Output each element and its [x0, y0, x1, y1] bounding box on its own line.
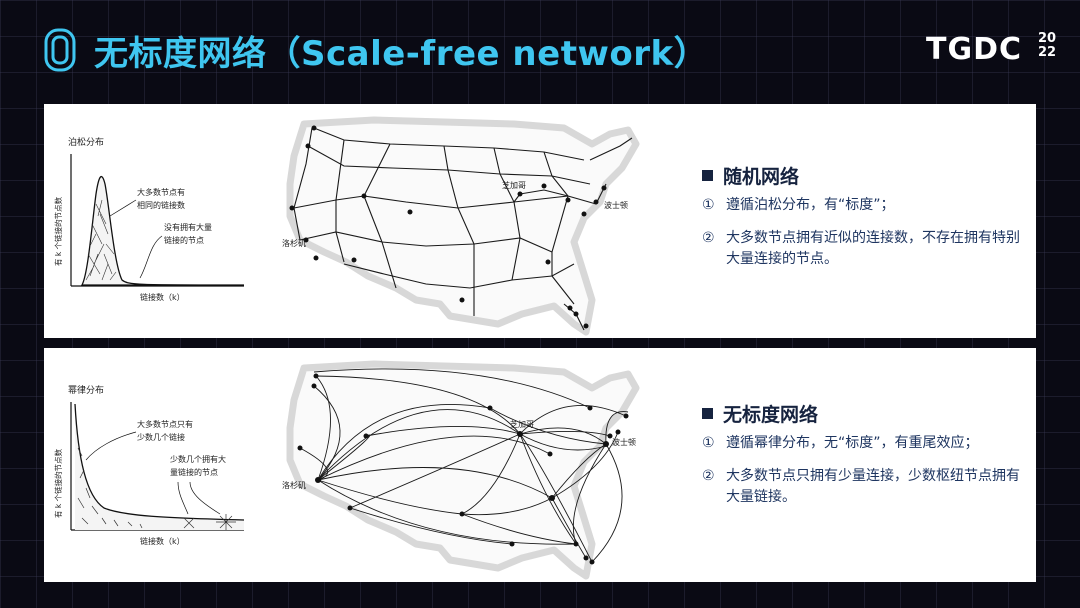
scale-free-network-map: 芝加哥 波士顿 洛杉矶: [282, 360, 640, 580]
bullet-square-icon: [702, 408, 713, 419]
brand-year-bottom: 22: [1038, 45, 1057, 60]
item-number: ①: [702, 435, 715, 451]
random-network-item-2: ② 大多数节点拥有近似的连接数，不存在拥有特别大量连接的节点。: [702, 228, 1022, 270]
poisson-annotation-2-line2: 链接的节点: [164, 235, 204, 245]
power-law-annotation-2-pointer: [177, 481, 221, 515]
power-law-x-axis-label: 链接数（k）: [140, 536, 185, 546]
random-network-heading-text: 随机网络: [723, 166, 800, 188]
poisson-annotation-2-line1: 没有拥有大量: [164, 222, 212, 232]
slide-header: 无标度网络（Scale-free network） TGDC 20 22: [0, 0, 1080, 100]
poisson-graph-title: 泊松分布: [68, 136, 104, 148]
random-network-item-1: ① 遵循泊松分布，有“标度”；: [702, 195, 1022, 216]
poisson-annotation-1-line2: 相同的链接数: [137, 200, 185, 210]
power-law-annotation-1-line2: 少数几个链接: [137, 432, 185, 442]
power-law-annotation-1-line1: 大多数节点只有: [137, 419, 193, 429]
power-law-annotation-2-line2: 量链接的节点: [170, 467, 218, 477]
item-text: 遵循幂律分布，无“标度”，有重尾效应；: [726, 435, 979, 451]
scale-free-network-figure: 幂律分布 有 k 个链接的节点数 链接数（k） 大多数节点只有 少数几个链接 少…: [53, 360, 640, 580]
power-law-annotation-1-pointer: [85, 431, 137, 461]
map-label-la: 洛杉矶: [282, 480, 306, 490]
bullet-square-icon: [702, 170, 713, 181]
poisson-graph: 泊松分布 有 k 个链接的节点数 链接数（k） 大多数节点有 相同的链接数 没有…: [53, 136, 245, 302]
power-law-graph-title: 幂律分布: [68, 384, 104, 396]
scale-free-network-item-1: ① 遵循幂律分布，无“标度”，有重尾效应；: [702, 433, 1022, 454]
item-number: ②: [702, 230, 715, 246]
scale-free-network-heading: 无标度网络: [702, 400, 1022, 427]
item-text: 大多数节点只拥有少量连接，少数枢纽节点拥有大量链接。: [726, 468, 1020, 505]
usa-outline: [286, 116, 640, 336]
random-network-heading: 随机网络: [702, 162, 1022, 189]
random-network-text: 随机网络 ① 遵循泊松分布，有“标度”； ② 大多数节点拥有近似的连接数，不存在…: [702, 162, 1022, 270]
poisson-curve: [80, 175, 245, 286]
poisson-annotation-1-pointer: [109, 199, 137, 217]
map-label-boston: 波士顿: [612, 437, 636, 447]
item-text: 遵循泊松分布，有“标度”；: [726, 197, 895, 213]
item-text: 大多数节点拥有近似的连接数，不存在拥有特别大量连接的节点。: [726, 230, 1020, 267]
brand-name: TGDC: [926, 32, 1023, 67]
power-law-y-axis-label: 有 k 个链接的节点数: [53, 448, 63, 518]
scale-free-network-text: 无标度网络 ① 遵循幂律分布，无“标度”，有重尾效应； ② 大多数节点只拥有少量…: [702, 400, 1022, 508]
item-number: ①: [702, 197, 715, 213]
power-law-graph: 幂律分布 有 k 个链接的节点数 链接数（k） 大多数节点只有 少数几个链接 少…: [53, 384, 245, 546]
power-law-node-marks: [77, 447, 236, 530]
power-law-fill: [75, 404, 244, 530]
poisson-annotation-2-pointer: [139, 235, 163, 279]
item-number: ②: [702, 468, 715, 484]
poisson-annotation-1-line1: 大多数节点有: [137, 187, 185, 197]
random-network-map: 芝加哥 波士顿 洛杉矶: [282, 116, 640, 336]
scale-free-network-item-2: ② 大多数节点只拥有少量连接，少数枢纽节点拥有大量链接。: [702, 466, 1022, 508]
map-label-la: 洛杉矶: [282, 238, 306, 248]
random-network-panel: 泊松分布 有 k 个链接的节点数 链接数（k） 大多数节点有 相同的链接数 没有…: [44, 104, 1036, 338]
brand-year-top: 20: [1038, 31, 1057, 46]
poisson-x-axis-label: 链接数（k）: [140, 292, 185, 302]
map-label-boston: 波士顿: [604, 200, 628, 210]
random-network-nodes: [289, 125, 607, 329]
scale-free-network-heading-text: 无标度网络: [723, 404, 819, 426]
power-law-curve: [74, 403, 245, 521]
map-label-chicago: 芝加哥: [502, 180, 526, 190]
poisson-node-hatch: [85, 199, 117, 281]
scale-free-network-nodes: [297, 373, 629, 565]
scale-free-network-panel: 幂律分布 有 k 个链接的节点数 链接数（k） 大多数节点只有 少数几个链接 少…: [44, 348, 1036, 582]
brand-year: 20 22: [1038, 32, 1056, 60]
power-law-annotation-2-line1: 少数几个拥有大: [170, 454, 226, 464]
scale-free-network-links: [299, 368, 629, 563]
random-network-figure: 泊松分布 有 k 个链接的节点数 链接数（k） 大多数节点有 相同的链接数 没有…: [53, 116, 640, 336]
map-label-chicago: 芝加哥: [510, 419, 534, 429]
poisson-y-axis-label: 有 k 个链接的节点数: [53, 196, 63, 266]
slide-title: 无标度网络（Scale-free network）: [94, 34, 709, 74]
logo-mark-icon: [44, 28, 76, 72]
